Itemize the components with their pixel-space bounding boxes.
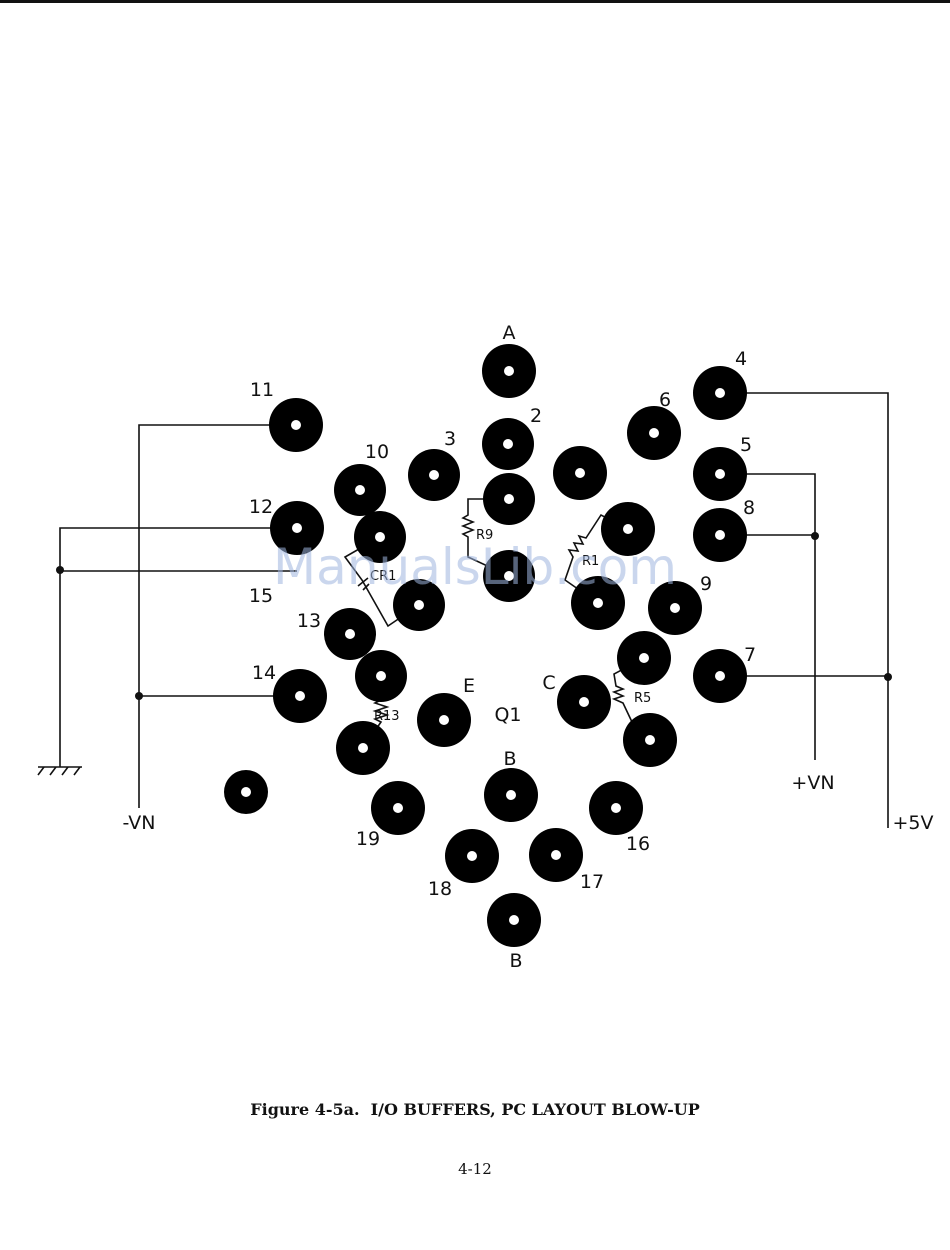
label-B-bottom: B [509,950,522,972]
label-C: C [542,672,555,694]
label-plus-5v: +5V [892,812,933,834]
figure-caption: Figure 4-5a. I/O BUFFERS, PC LAYOUT BLOW… [0,1100,950,1119]
watermark: ManualsLib.com [0,538,950,596]
pad-17 [529,828,583,882]
pad-6 [627,406,681,460]
page-number: 4-12 [0,1160,950,1178]
pad-lone [224,770,268,814]
pad-R5b [623,713,677,767]
label-R5: R5 [634,691,651,706]
pad-14 [273,669,327,723]
label-4: 4 [735,348,747,370]
pad-4 [693,366,747,420]
label-11: 11 [250,379,274,401]
label-B-top: B [503,748,516,770]
pad-2 [482,418,534,470]
label-6: 6 [659,389,671,411]
pad-5 [693,447,747,501]
wires [38,393,892,828]
junction-dot [884,673,892,681]
figure-number: Figure 4-5a. [250,1100,359,1119]
pad-3 [408,449,460,501]
pad-19 [371,781,425,835]
ground-icon [38,767,82,775]
wire-minus-vn [139,425,296,808]
label-Q1: Q1 [494,704,521,726]
pad-E [417,693,471,747]
label-12: 12 [249,496,273,518]
label-18: 18 [428,878,452,900]
label-13: 13 [297,610,321,632]
label-3: 3 [444,428,456,450]
pad-13 [324,608,376,660]
pad-18 [445,829,499,883]
labels: A 2 3 4 5 6 7 8 9 10 11 12 13 14 15 16 1… [123,322,934,972]
label-5: 5 [740,434,752,456]
pad-C [557,675,611,729]
label-7: 7 [744,644,756,666]
pad-10 [334,464,386,516]
label-16: 16 [626,833,650,855]
label-17: 17 [580,871,604,893]
label-10: 10 [365,441,389,463]
label-2: 2 [530,405,542,427]
pad-7 [693,649,747,703]
label-plus-vn: +VN [791,772,834,794]
label-19: 19 [356,828,380,850]
pad-A [482,344,536,398]
pad-R5a [617,631,671,685]
label-14: 14 [252,662,276,684]
wire-plus-5v [720,393,888,828]
label-E: E [463,675,475,697]
pad-R13 [336,721,390,775]
pad-13b [355,650,407,702]
label-R13: R13 [374,709,400,724]
pc-layout-diagram: A 2 3 4 5 6 7 8 9 10 11 12 13 14 15 16 1… [0,0,950,1060]
pad-x6 [553,446,607,500]
pad-16 [589,781,643,835]
pad-2b [483,473,535,525]
label-minus-vn: -VN [123,812,156,834]
junction-dot [135,692,143,700]
pad-B [484,768,538,822]
pad-B2 [487,893,541,947]
pad-11 [269,398,323,452]
label-8: 8 [743,497,755,519]
label-A: A [503,322,516,344]
pads-layer [224,344,747,947]
figure-title: I/O BUFFERS, PC LAYOUT BLOW-UP [371,1100,700,1119]
